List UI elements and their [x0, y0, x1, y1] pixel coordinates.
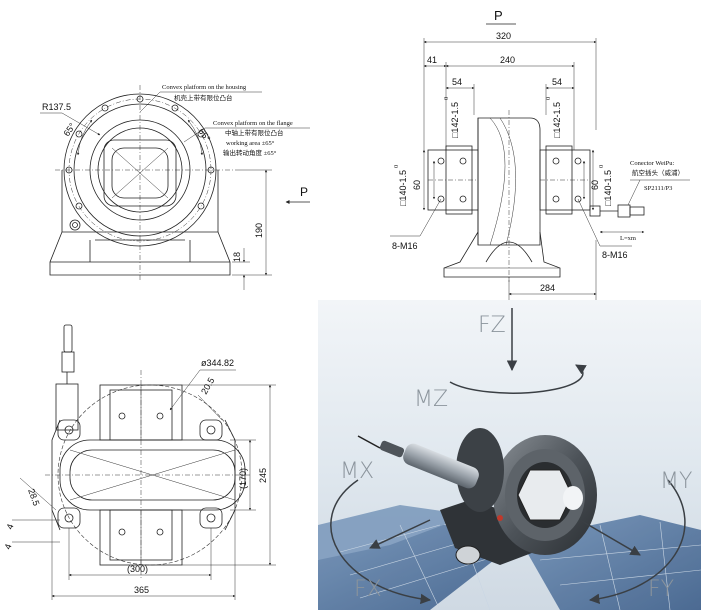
mz-arrow: [449, 364, 587, 394]
front-radius-label: R137.5: [42, 102, 71, 112]
side-dim-240: 240: [500, 55, 515, 65]
note-flange-area-en: working area ±65°: [226, 140, 275, 147]
side-dim-41: 41: [427, 55, 437, 65]
top-dim-300: (300): [127, 564, 148, 574]
side-sq-left: □142-1.5: [450, 102, 460, 138]
top-motor: [55, 383, 79, 431]
top-view: ø344.82 20.5 (170) 245 28.5 4 4 (300) 36…: [2, 324, 276, 600]
side-dim-54-left: 54: [452, 77, 462, 87]
fx-arrow: [369, 519, 431, 549]
label-my: MY: [660, 469, 692, 494]
front-angle-left: 65°: [61, 121, 77, 138]
side-connector-code: SP2111/P3: [644, 185, 672, 192]
front-view: R137.5 65° 65° Convex platform on the ho…: [40, 84, 310, 290]
my-arrow: [588, 479, 686, 605]
side-bolt-left: 8-M16: [392, 241, 418, 251]
side-connector-plug: [617, 204, 631, 218]
load-diagram-photo: FZ MZ MX MY FX FY: [318, 300, 701, 610]
side-dim-60-left: 60: [412, 180, 422, 190]
top-connector: [61, 351, 75, 373]
top-dim-170: (170): [238, 468, 248, 489]
top-diameter: ø344.82: [201, 358, 234, 368]
top-dim-28-5: 28.5: [26, 487, 41, 507]
side-dim-54-right: 54: [552, 77, 562, 87]
label-mz: MZ: [414, 387, 448, 412]
side-sq-140-right: □140-1.5: [603, 170, 613, 206]
side-connector-cn: 航空插头（威浦）: [632, 168, 684, 177]
fy-arrow: [579, 519, 641, 556]
top-dim-365: 365: [134, 585, 149, 595]
note-flange-area-cn: 输出转动角度 ±65°: [223, 148, 277, 157]
side-dim-60-right: 60: [590, 180, 600, 190]
front-grease-fitting: [69, 219, 81, 231]
side-sq-right-tol: 0: [545, 97, 552, 100]
top-dim-245: 245: [258, 468, 268, 483]
top-dim-4-a: 4: [4, 523, 15, 531]
side-sq-140-right-tol: 0: [598, 165, 605, 168]
side-dim-overall: 320: [496, 31, 511, 41]
label-mx: MX: [340, 459, 374, 484]
side-sq-140-left-tol: 0: [393, 165, 400, 168]
side-view-title: P: [494, 8, 503, 23]
note-flange-en: Convex platform on the flange: [213, 120, 293, 127]
side-sq-left-tol: 0: [443, 97, 450, 100]
front-dim-base: 18: [232, 252, 242, 262]
label-fz: FZ: [478, 313, 506, 338]
force-arrows: [330, 308, 686, 605]
side-sq-140-left: □140-1.5: [398, 170, 408, 206]
mx-arrow: [330, 479, 432, 605]
side-sq-right: □142-1.5: [552, 102, 562, 138]
label-fx: FX: [354, 577, 382, 602]
label-fy: FY: [648, 577, 674, 602]
side-connector-housing: [589, 205, 601, 217]
side-dim-284: 284: [540, 283, 555, 293]
side-bolt-right: 8-M16: [602, 250, 628, 260]
front-view-letter: P: [300, 185, 308, 199]
top-dim-20-5: 20.5: [199, 376, 216, 396]
slewing-drive-render: [357, 428, 597, 565]
side-connector-en: Conector WeiPu:: [630, 160, 675, 167]
top-dim-4-b: 4: [2, 543, 13, 551]
side-view: P 320 41 240 54 54: [390, 8, 690, 300]
note-housing-en: Convex platform on the housing: [162, 84, 247, 91]
front-dim-height: 190: [254, 223, 264, 238]
photo-motor: [403, 443, 479, 489]
note-housing-cn: 机壳上带有限位凸台: [174, 93, 233, 102]
note-flange-cn: 中轴上带有限位凸台: [225, 128, 284, 137]
side-cable-length: L=xm: [620, 235, 636, 242]
side-base: [443, 231, 561, 278]
